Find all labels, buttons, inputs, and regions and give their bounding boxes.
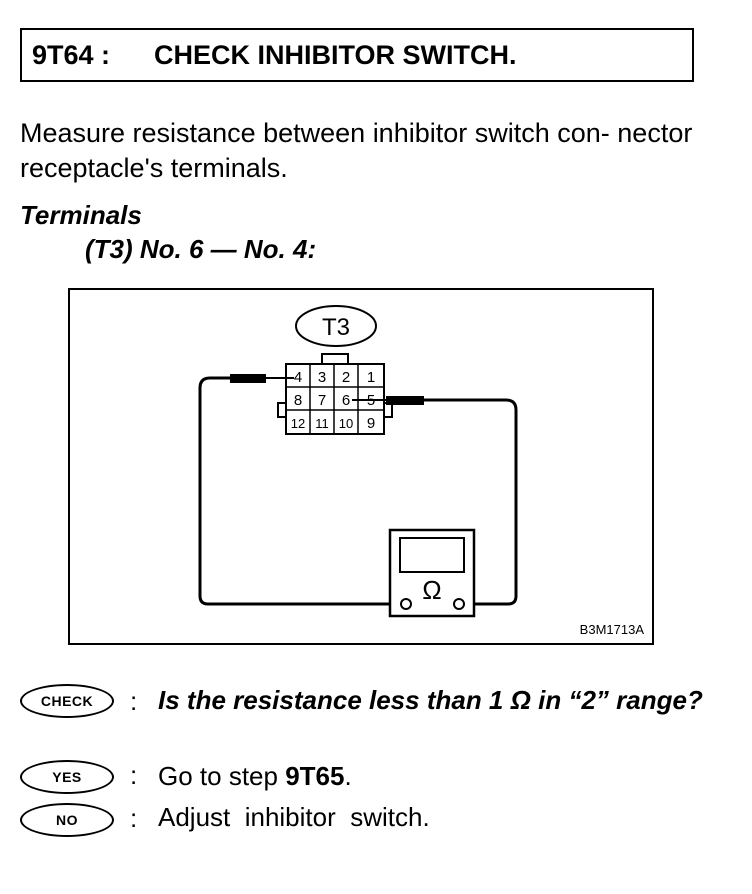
connector-side-tab-right: [383, 402, 393, 418]
wiring-diagram: T3 4 3 2 1 8 7 6 5 12 11 10 9: [68, 288, 654, 645]
pin-6: 6: [342, 392, 350, 409]
no-badge: NO: [20, 803, 114, 837]
yes-colon: :: [130, 760, 138, 790]
check-colon: :: [130, 686, 138, 716]
connector-label: T3: [322, 314, 350, 341]
right-lead-wire: [424, 398, 518, 606]
no-answer: Adjust inhibitor switch.: [158, 802, 430, 832]
pin-2: 2: [342, 369, 350, 386]
pin-11: 11: [315, 416, 329, 431]
pin-12: 12: [291, 416, 305, 431]
check-badge: CHECK: [20, 684, 114, 718]
terminals-spec: (T3) No. 6 — No. 4:: [85, 234, 317, 264]
pin-1: 1: [367, 369, 375, 386]
left-lead-wire: [198, 376, 400, 606]
yes-badge: YES: [20, 760, 114, 794]
instruction-text: Measure resistance between inhibitor swi…: [20, 118, 693, 183]
pin-7: 7: [318, 392, 326, 409]
check-question: Is the resistance less than 1 Ω in “2” r…: [158, 685, 703, 715]
figure-code: B3M1713A: [579, 622, 644, 637]
step-title-box: 9T64 : CHECK INHIBITOR SWITCH.: [20, 28, 694, 82]
pin-10: 10: [339, 416, 353, 431]
wiring-diagram-svg: T3 4 3 2 1 8 7 6 5 12 11 10 9: [198, 305, 518, 618]
terminals-heading: Terminals: [20, 200, 142, 230]
no-colon: :: [130, 803, 138, 833]
yes-answer: Go to step 9T65.: [158, 761, 352, 791]
ohmmeter-terminal-right: [453, 598, 465, 610]
pin-9: 9: [367, 415, 375, 432]
pin-3: 3: [318, 369, 326, 386]
connector-latch: [321, 353, 349, 365]
left-probe: [230, 374, 266, 383]
ohm-symbol: Ω: [422, 575, 441, 605]
ohmmeter-terminal-left: [400, 598, 412, 610]
pin-4: 4: [294, 369, 302, 386]
ohmmeter-display: [399, 537, 465, 573]
step-title: CHECK INHIBITOR SWITCH.: [154, 40, 517, 70]
connector-label-ellipse: [295, 305, 377, 347]
right-probe: [386, 396, 424, 405]
next-step-link[interactable]: 9T65: [285, 761, 345, 791]
step-code: 9T64 :: [32, 40, 111, 70]
connector-side-tab-left: [277, 402, 287, 418]
pin-8: 8: [294, 392, 302, 409]
